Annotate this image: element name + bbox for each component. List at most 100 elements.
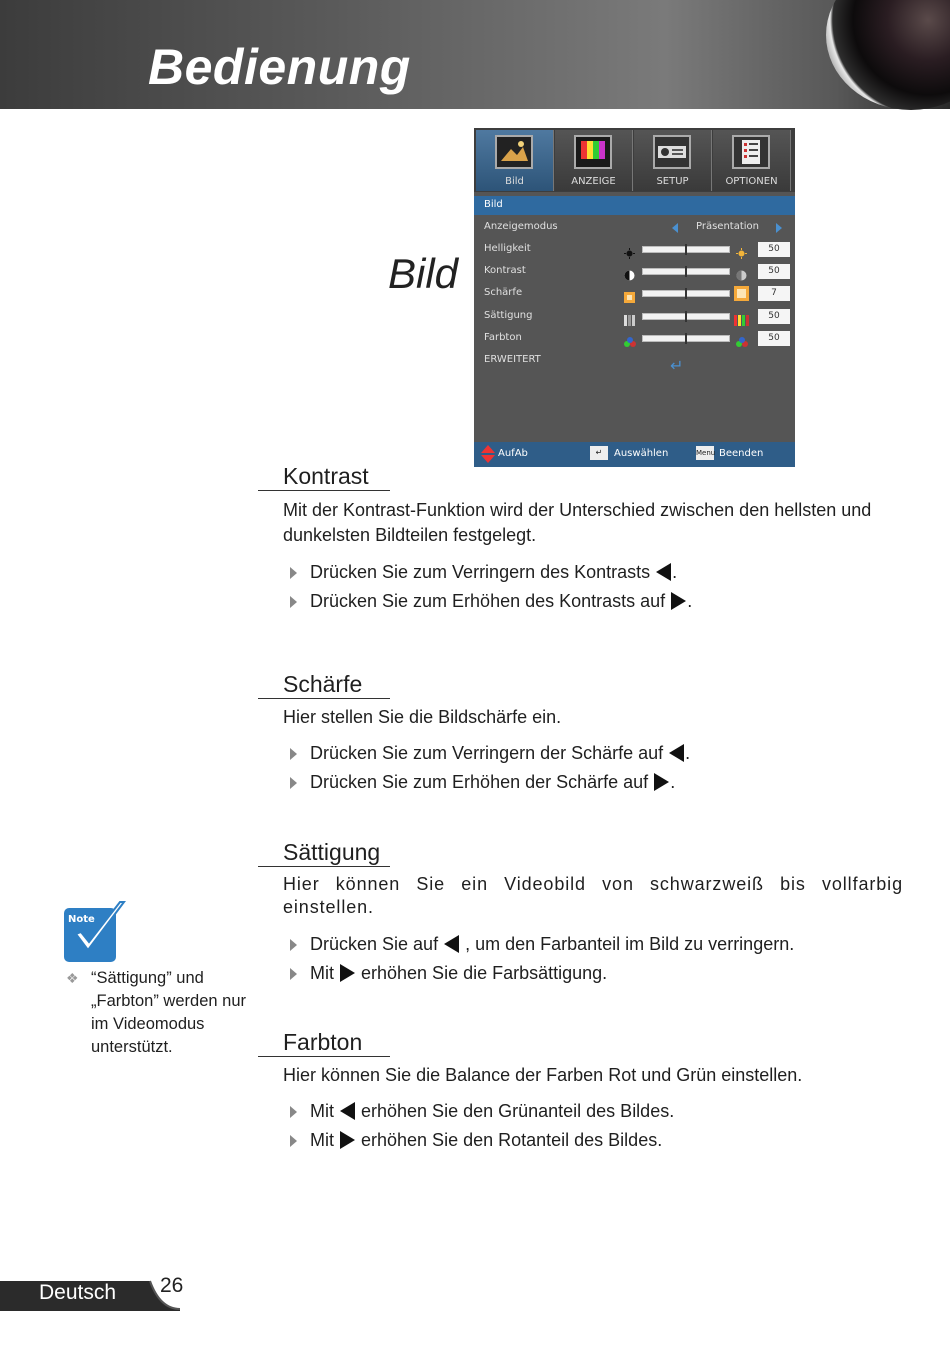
options-icon [732,135,770,169]
osd-tab-bar: Bild ANZEIGE SETUP OPTIONEN [474,128,795,192]
enter-icon: ↵ [670,356,684,375]
bullet-text: Drücken Sie zum Verringern der Schärfe a… [310,743,669,763]
osd-tab-setup: SETUP [634,130,712,191]
osd-value-box: 50 [758,242,790,257]
section-desc-schaerfe: Hier stellen Sie die Bildschärfe ein. [283,707,562,727]
osd-value-box: 50 [758,309,790,324]
projector-icon [653,135,691,169]
note-bullet-icon: ❖ [66,970,79,986]
bullet-arrow-icon [290,1135,297,1147]
osd-row-helligkeit: Helligkeit 50 [474,240,795,260]
bullet-text: Drücken Sie auf [310,934,444,954]
saturation-high-icon [734,311,749,326]
arrow-left-icon [672,223,678,233]
bullet-text: . [670,772,676,792]
page-number: 26 [160,1274,184,1297]
osd-slider [642,311,730,322]
contrast-low-icon [624,266,635,281]
section-desc-saettigung: Hier können Sie ein Videobild von schwar… [283,874,903,917]
osd-row-schaerfe: Schärfe 7 [474,284,795,304]
tint-high-icon [736,333,748,347]
bullet-arrow-icon [290,968,297,980]
menu-key-icon: Menu [696,446,715,460]
bullet-text: Mit [310,963,339,983]
osd-row-label: Kontrast [484,265,526,276]
osd-row-label: Helligkeit [484,243,531,254]
osd-row-label: Anzeigemodus [484,221,558,232]
osd-row-label: Sättigung [484,310,533,321]
sharpness-high-icon [734,286,749,301]
right-arrow-icon [671,592,687,610]
bullet-arrow-icon [290,596,297,608]
projector-lens-image [826,0,950,110]
osd-row-label: ERWEITERT [484,354,541,365]
osd-slider-knob [685,311,687,322]
osd-row-label: Farbton [484,332,522,343]
osd-section-label: Bild [484,199,503,210]
osd-footer: AufAb ↵ Auswählen Menu Beenden [474,442,795,467]
osd-mode-value: Präsentation [696,221,759,232]
osd-tab-optionen: OPTIONEN [713,130,791,191]
osd-slider-knob [685,333,687,344]
bullet-text: . [672,562,678,582]
contrast-high-icon [736,266,747,281]
osd-slider [642,266,730,277]
osd-footer-updown: AufAb [498,448,528,459]
osd-tab-label: Bild [505,176,524,187]
bullet-item: Drücken Sie zum Verringern der Schärfe a… [290,741,690,765]
section-title-saettigung: Sättigung [258,839,390,867]
bullet-item: Drücken Sie zum Verringern des Kontrasts… [290,560,677,584]
updown-arrows-icon [481,445,495,467]
picture-icon [495,135,533,169]
osd-row-kontrast: Kontrast 50 [474,262,795,282]
osd-value-box: 7 [758,286,790,301]
osd-value-box: 50 [758,264,790,279]
bullet-item: Mit erhöhen Sie die Farbsättigung. [290,961,607,985]
bullet-text: Drücken Sie zum Erhöhen der Schärfe auf [310,772,654,792]
footer-tab [0,1279,181,1311]
osd-tab-label: OPTIONEN [725,176,778,187]
sharpness-low-icon [624,288,635,303]
bullet-arrow-icon [290,777,297,789]
right-arrow-icon [340,1131,355,1149]
bullet-text: Drücken Sie zum Verringern des Kontrasts [310,562,656,582]
bullet-arrow-icon [290,567,297,579]
osd-section-header: Bild [474,196,795,215]
page-title: Bedienung [148,39,411,95]
osd-tab-label: SETUP [656,176,689,187]
tint-low-icon [624,333,636,347]
osd-row-erweitert: ERWEITERT [474,351,795,371]
bullet-item: Drücken Sie auf , um den Farbanteil im B… [290,932,794,956]
osd-menu: Bild ANZEIGE SETUP OPTIONEN Bild Anzeige… [474,128,795,467]
osd-slider [642,333,730,344]
bullet-item: Drücken Sie zum Erhöhen der Schärfe auf … [290,770,675,794]
osd-slider-knob [685,288,687,299]
osd-row-mode: Anzeigemodus Präsentation [474,218,795,238]
bullet-arrow-icon [290,748,297,760]
left-arrow-icon [444,935,460,953]
saturation-low-icon [624,311,635,326]
bullet-text: Mit [310,1130,339,1150]
bullet-arrow-icon [290,1106,297,1118]
osd-footer-exit: Beenden [719,448,764,459]
note-text: “Sättigung” und „Farbton” werden nur im … [91,969,246,1056]
note-icon: Note [62,900,128,964]
osd-row-farbton: Farbton 50 [474,329,795,349]
brightness-high-icon [736,244,747,259]
left-arrow-icon [340,1102,355,1120]
section-desc-kontrast: Mit der Kontrast-Funktion wird der Unter… [283,500,872,545]
section-title-kontrast: Kontrast [258,463,390,491]
display-icon [574,135,612,169]
note-logo-text: Note [68,914,95,925]
section-title-schaerfe: Schärfe [258,671,390,699]
bullet-text: , um den Farbanteil im Bild zu verringer… [460,934,795,954]
footer-language: Deutsch [39,1281,117,1304]
osd-slider-knob [685,266,687,277]
osd-tab-bild: Bild [476,130,554,191]
bild-heading: Bild [388,250,459,297]
bullet-text: . [687,591,693,611]
bullet-text: . [685,743,691,763]
osd-slider [642,244,730,255]
bullet-text: erhöhen Sie den Rotanteil des Bildes. [356,1130,663,1150]
page-header: Bedienung [0,0,950,110]
